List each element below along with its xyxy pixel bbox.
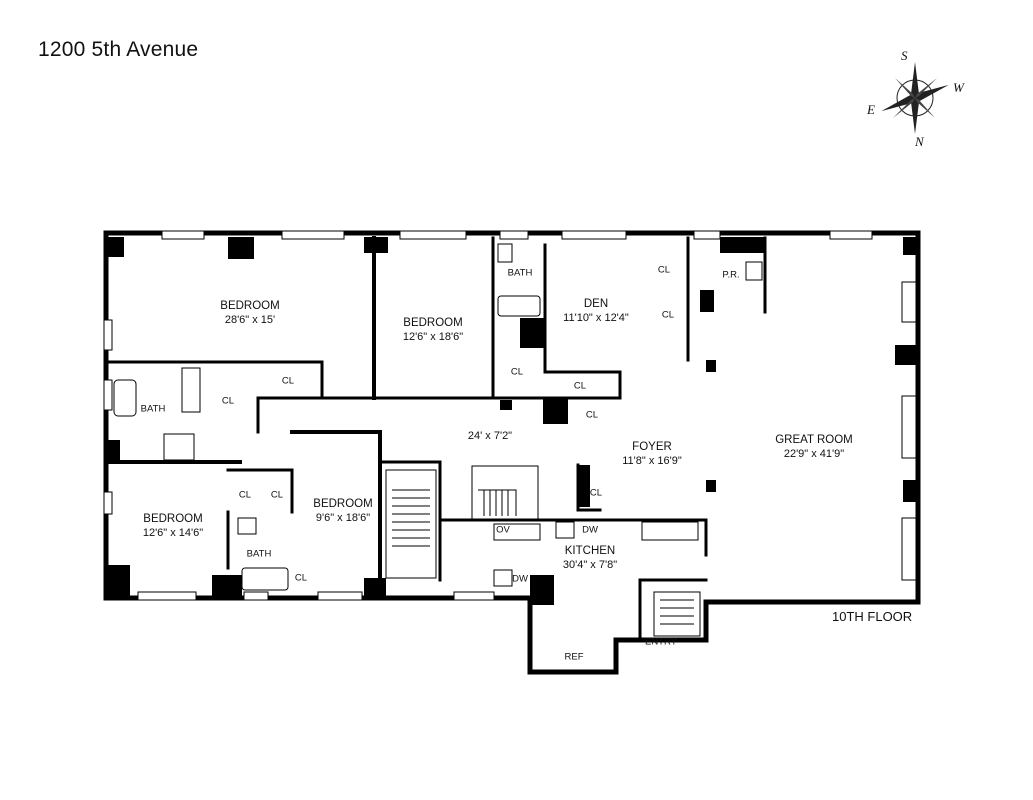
address-title: 1200 5th Avenue: [38, 38, 199, 61]
label-cl-7: CL: [585, 409, 599, 421]
label-cl-8: CL: [238, 489, 252, 501]
room-bedroom-2: BEDROOM 12'6" x 18'6": [402, 317, 464, 343]
room-bedroom-3: BEDROOM 12'6" x 14'6": [142, 513, 204, 539]
label-cl-1: CL: [281, 375, 295, 387]
room-kitchen: KITCHEN 30'4" x 7'8": [562, 545, 618, 571]
label-dishwasher-2: DW: [512, 573, 528, 585]
room-hall: 24' x 7'2": [467, 430, 513, 442]
compass-s: S: [901, 48, 908, 63]
label-refrigerator: REF: [564, 651, 584, 663]
compass-e: E: [867, 102, 875, 117]
room-den: DEN 11'10" x 12'4": [563, 298, 629, 324]
label-cl-5: CL: [661, 309, 675, 321]
label-bath-a: BATH: [140, 403, 166, 415]
label-cl-9: CL: [270, 489, 284, 501]
label-cl-2: CL: [221, 395, 235, 407]
label-oven: OV: [496, 524, 510, 536]
compass-w: W: [953, 80, 964, 95]
label-cl-10: CL: [589, 487, 603, 499]
label-dishwasher-1: DW: [582, 524, 598, 536]
label-bath-b: BATH: [507, 267, 533, 279]
room-great-room: GREAT ROOM 22'9" x 41'9": [775, 434, 853, 460]
floor-label: 10TH FLOOR: [832, 609, 913, 624]
label-powder-room: P.R.: [722, 269, 740, 281]
label-cl-3: CL: [510, 366, 524, 378]
label-cl-6: CL: [573, 380, 587, 392]
label-cl-4: CL: [657, 264, 671, 276]
room-bedroom-1: BEDROOM 28'6" x 15': [220, 300, 280, 326]
compass-n: N: [915, 134, 924, 149]
label-bath-c: BATH: [246, 548, 272, 560]
label-cl-11: CL: [294, 572, 308, 584]
room-bedroom-4: BEDROOM 9'6" x 18'6": [313, 498, 373, 524]
compass-rose-icon: S W E N: [865, 48, 975, 158]
room-foyer: FOYER 11'8" x 16'9": [622, 441, 682, 467]
label-entry: ENTRY: [644, 636, 678, 648]
